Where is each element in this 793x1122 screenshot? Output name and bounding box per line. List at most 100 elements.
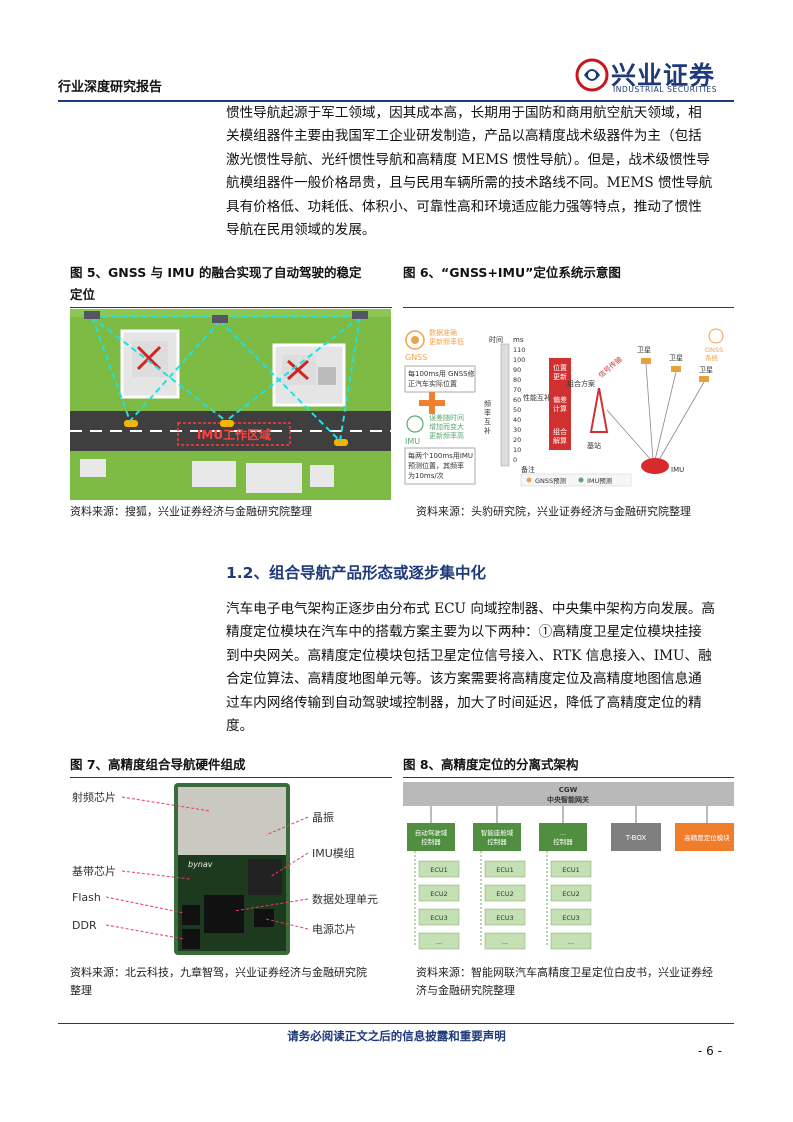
logo-text-cn: 兴业证券 <box>611 61 716 90</box>
ecu-label: ECU1 <box>496 866 514 874</box>
satellite-icon <box>671 366 681 372</box>
controller-box <box>539 823 587 851</box>
controller-label: 控制器 <box>421 837 441 846</box>
fig6-imu-box: 每两个100ms用IMU 预测位置，其频率 为10ms/次 <box>408 451 475 480</box>
fig5-caption: 图 5、GNSS 与 IMU 的融合实现了自动驾驶的稳定 定位 <box>70 262 390 306</box>
fig6-gnss-label: GNSS <box>405 353 427 362</box>
fig6-signal-label: 信号传输 <box>597 355 624 380</box>
intro-paragraph: 惯性导航起源于军工领域，因其成本高，长期用于国防和商用航空航天领域，相 关模组器… <box>226 102 718 242</box>
fig7-source-line1: 资料来源：北云科技，九章智驾，兴业证券经济与金融研究院 <box>70 966 367 979</box>
intro-line: 关模组器件主要由我国军工企业研发制造，产品以高精度战术级器件为主（包括 <box>226 128 702 145</box>
ecu-box <box>550 884 592 902</box>
fig6-imu-note: 误差随时间 增加而变大 更新频率高 <box>429 413 466 440</box>
fig7-label-power: 电源芯片 <box>312 922 356 936</box>
fig6-gnss-box-line1: 每100ms用 GNSS修 <box>408 369 475 378</box>
intro-line: 激光惯性导航、光纤惯性导航和高精度 MEMS 惯性导航）。但是，战术级惯性导 <box>226 151 710 168</box>
fig6-fusion-steps: 位置 更新 偏差 计算 组合 解算 <box>553 363 569 445</box>
fig6-fusion-step: 偏差 <box>553 395 567 404</box>
fig6-fusion-step: 位置 <box>553 363 567 372</box>
cgw-box <box>403 782 734 806</box>
company-logo: 兴业证券 INDUSTRIAL SECURITIES <box>575 56 735 96</box>
fig8-caption: 图 8、高精度定位的分离式架构 <box>403 757 579 772</box>
section-title: 1.2、组合导航产品形态或逐步集中化 <box>226 564 486 582</box>
ecu-label: ECU3 <box>562 914 580 922</box>
satellite-icon <box>699 376 709 382</box>
fig6-axis-tick: 100 <box>513 356 525 364</box>
section-line: 到中央网关。高精度定位模块包括卫星定位信号接入、RTK 信息接入、IMU、融 <box>226 647 712 664</box>
fig8-hp-module-label: 高精度定位模块 <box>684 833 730 842</box>
fig6-freq-char: 率 <box>484 408 491 417</box>
fig6-imu-box-line2: 预测位置，其频率 <box>408 461 464 470</box>
footer-divider <box>58 1023 734 1024</box>
fig7-caption: 图 7、高精度组合导航硬件组成 <box>70 757 246 772</box>
header-divider <box>58 100 734 102</box>
fig6-axis-tick: 60 <box>513 396 521 404</box>
fig7-label-rf: 射频芯片 <box>72 790 116 804</box>
fig6-fusion-step: 更新 <box>553 372 567 381</box>
fig7-label-ddr: DDR <box>72 919 97 932</box>
fig6-imu-note-line3: 更新频率高 <box>429 431 464 440</box>
fig6-gnss-note: 数据准确 更新频率低 <box>429 328 464 346</box>
controller-label: ... <box>560 829 566 837</box>
fig7-source-line2: 整理 <box>70 984 92 997</box>
fig6-axis-tick: 90 <box>513 366 521 374</box>
car-icon <box>641 458 669 474</box>
controller-label: 控制器 <box>553 837 573 846</box>
fig6-fusion-step: 解算 <box>553 436 567 445</box>
fig6-combo-label: 组合方案 <box>567 379 595 388</box>
fig6-axis-tick: 80 <box>513 376 521 384</box>
fig6-freq-char: 互 <box>484 418 491 426</box>
ecu-box <box>550 860 592 878</box>
fig6-perf-label: 性能互补 <box>523 393 551 402</box>
ecu-box <box>484 860 526 878</box>
fig7-caption-rule <box>70 777 392 778</box>
fig6-axis-tick: 30 <box>513 426 521 434</box>
fig6-caption-rule <box>403 307 734 308</box>
ecu-label: ... <box>502 938 508 946</box>
fig6-legend-imu: IMU预测 <box>587 476 613 485</box>
fig6-sat-label: 卫星 <box>669 354 683 362</box>
fig6-gnss-sys-line1: GNSS <box>705 346 723 354</box>
fig6-imu-car-label: IMU <box>671 466 684 474</box>
fig6-fusion-step: 计算 <box>553 404 567 413</box>
ecu-label: ... <box>436 938 442 946</box>
footer-disclaimer: 请务必阅读正文之后的信息披露和重要声明 <box>287 1029 506 1043</box>
hp-module-box <box>675 823 734 851</box>
fig8-source: 资料来源：智能网联汽车高精度卫星定位白皮书，兴业证券经 济与金融研究院整理 <box>416 964 736 1000</box>
satellite-icon <box>641 358 651 364</box>
fig7-label-dpu: 数据处理单元 <box>312 892 378 906</box>
ecu-box <box>484 908 526 926</box>
fig6-axis-tick: 20 <box>513 436 521 444</box>
fig8-cgw-sub: 中央智能网关 <box>547 795 589 804</box>
fig5-source: 资料来源：搜狐，兴业证券经济与金融研究院整理 <box>70 505 312 518</box>
fig6-gnss-note-line1: 数据准确 <box>429 328 457 337</box>
fig6-gnss-box: 每100ms用 GNSS修 正汽车实际位置 <box>408 369 477 388</box>
fig6-imu-box-line3: 为10ms/次 <box>408 471 444 480</box>
report-type-title: 行业深度研究报告 <box>58 80 163 95</box>
ecu-label: ECU2 <box>562 890 580 898</box>
imu-icon <box>406 415 424 433</box>
ecu-box <box>484 884 526 902</box>
ecu-label: ... <box>568 938 574 946</box>
ecu-box <box>550 932 592 950</box>
ecu-label: ECU1 <box>430 866 448 874</box>
fig6-caption: 图 6、“GNSS+IMU”定位系统示意图 <box>403 265 621 280</box>
fig6-axis-tick: 50 <box>513 406 521 414</box>
fig6-axis-tick: 10 <box>513 446 521 454</box>
imu-chip-icon <box>248 859 282 895</box>
section-line: 过车内网络传输到自动驾驶域控制器，加大了时间延迟，降低了高精度定位的精 <box>226 694 702 711</box>
fig5-caption-line1: 图 5、GNSS 与 IMU 的融合实现了自动驾驶的稳定 <box>70 265 362 280</box>
fig6-legend-gnss: GNSS预测 <box>535 476 567 485</box>
fig6-time-label: 时间 <box>489 335 503 344</box>
section-line: 汽车电子电气架构正逐步由分布式 ECU 向域控制器、中央集中架构方向发展。高 <box>226 601 716 617</box>
fig6-imu-box-line1: 每两个100ms用IMU <box>408 451 473 460</box>
ecu-box <box>550 908 592 926</box>
fig6-base-label: 基站 <box>587 441 601 450</box>
controller-label: 控制器 <box>487 837 507 846</box>
ecu-box <box>484 932 526 950</box>
ecu-box <box>418 860 460 878</box>
fig6-freq-char: 频 <box>484 399 491 408</box>
logo-text-en: INDUSTRIAL SECURITIES <box>613 85 718 94</box>
fig6-gnss-note-line2: 更新频率低 <box>429 337 464 346</box>
